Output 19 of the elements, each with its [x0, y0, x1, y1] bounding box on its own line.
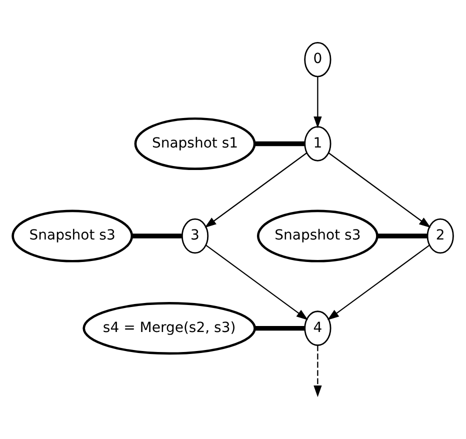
node-ellipse: 3: [181, 218, 209, 254]
node-ellipse: 0: [304, 42, 332, 78]
node-ellipse: s4 = Merge(s2, s3): [82, 302, 256, 355]
arrow: [328, 152, 431, 228]
connector: [132, 234, 182, 238]
arrow: [206, 244, 308, 320]
node-ellipse: 2: [426, 218, 454, 254]
connector: [255, 326, 304, 331]
node-ellipse: Snapshot s3: [256, 210, 378, 262]
connector: [378, 234, 428, 238]
node-ellipse: 4: [304, 310, 332, 346]
arrow: [314, 345, 322, 398]
arrow: [204, 152, 308, 228]
arrow: [314, 76, 322, 128]
arrow: [327, 244, 430, 320]
node-ellipse: Snapshot s3: [12, 210, 134, 262]
node-ellipse: Snapshot s1: [134, 117, 256, 170]
node-ellipse: 1: [304, 126, 332, 162]
connector: [254, 141, 304, 146]
